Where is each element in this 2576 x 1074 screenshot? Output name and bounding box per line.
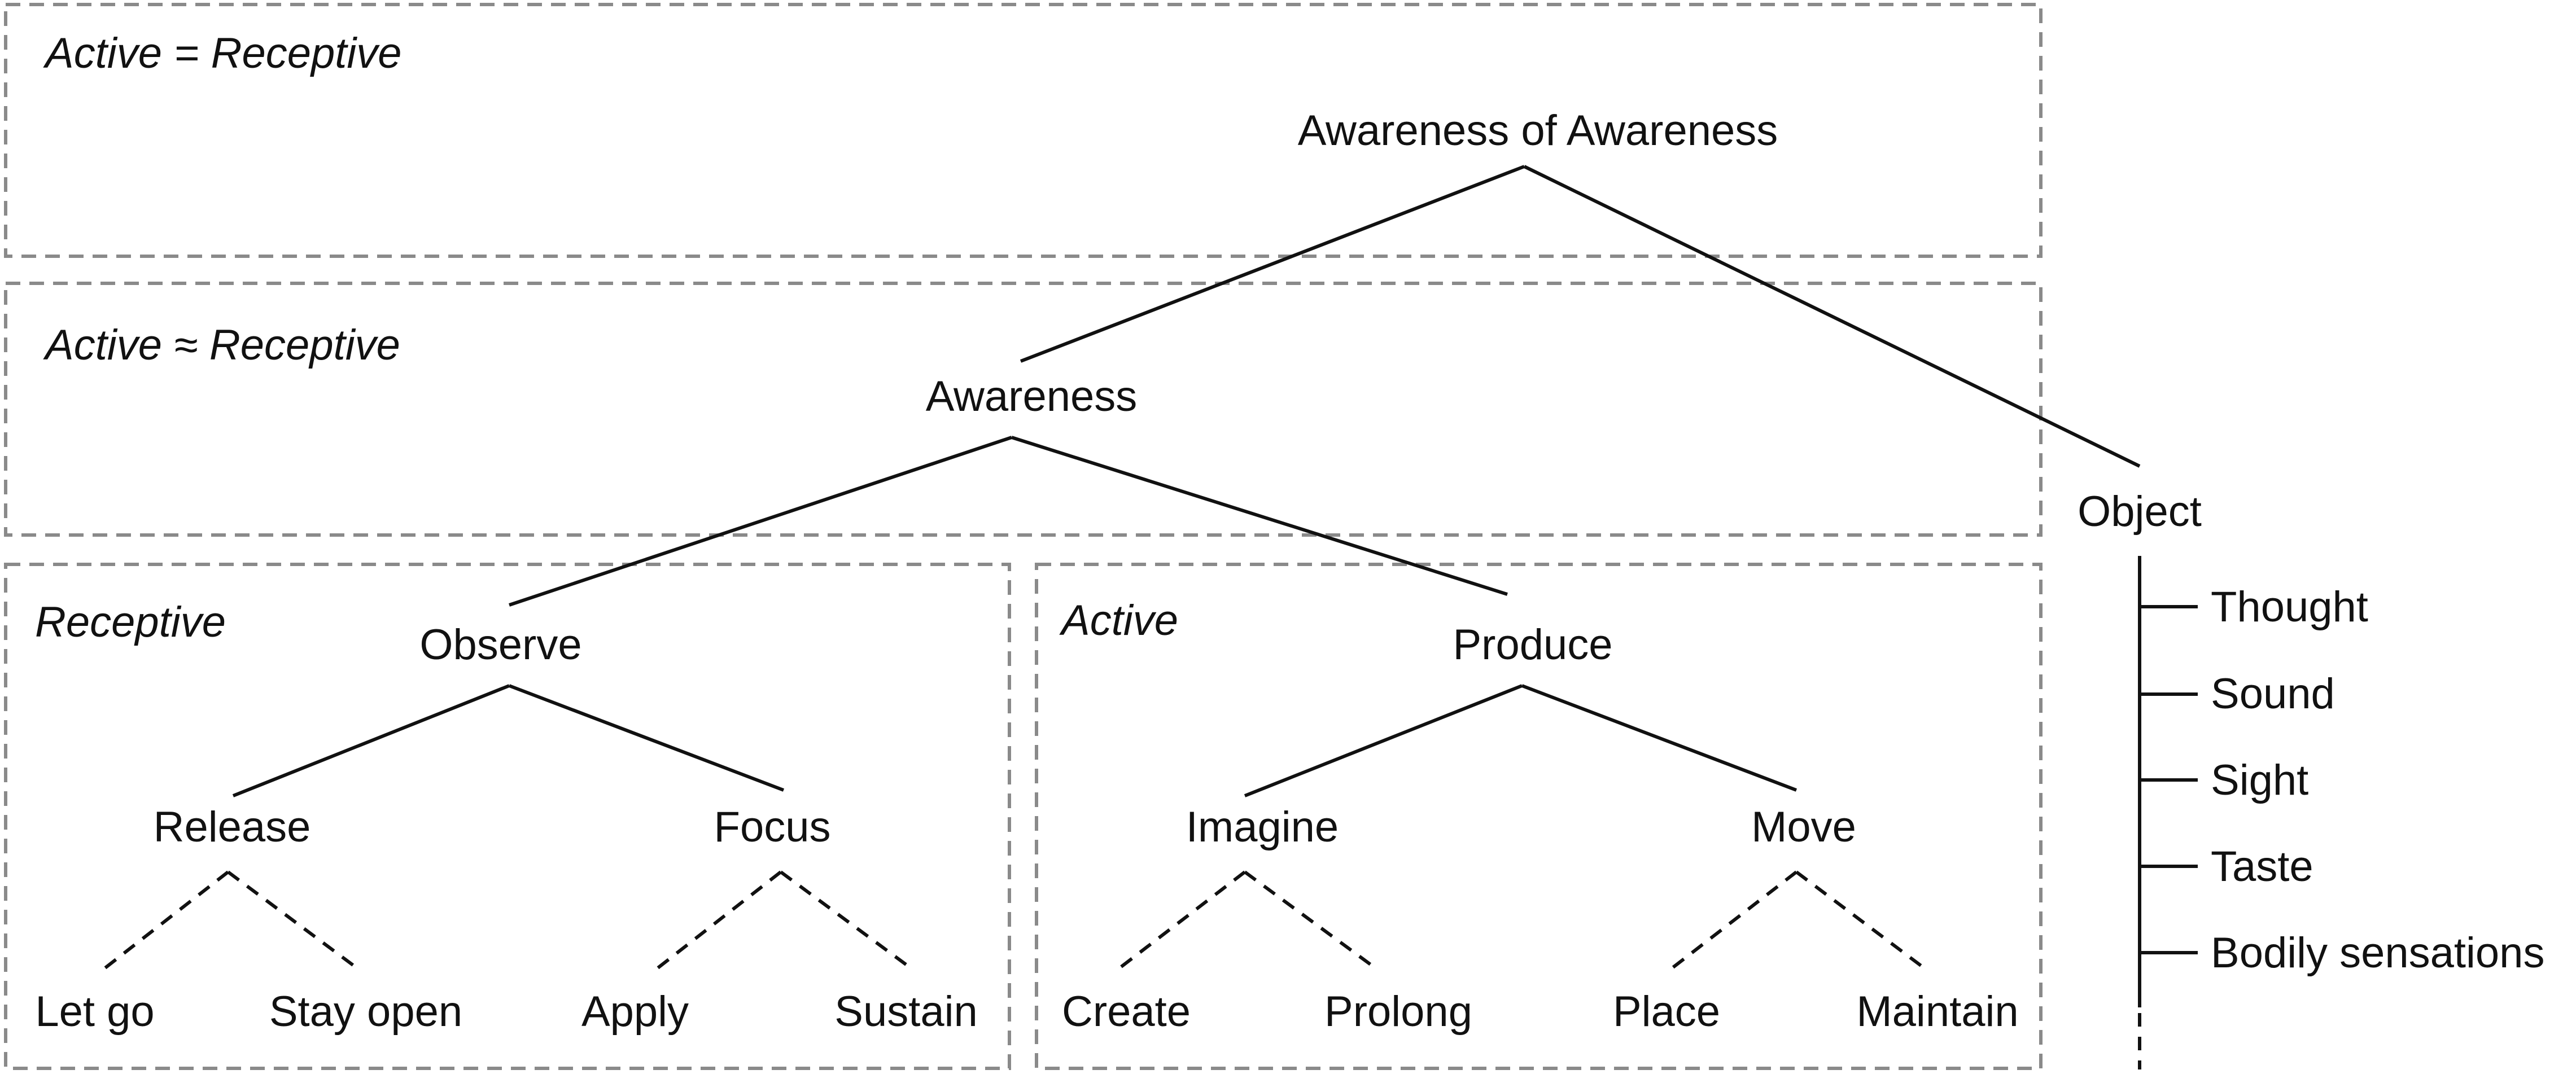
node-awareness-of-awareness: Awareness of Awareness [1298,107,1778,155]
edge-move-maintain [1795,870,1927,971]
node-observe: Observe [419,621,581,669]
edge-imagine-prolong [1244,870,1379,971]
edge-release-stayopen [227,870,360,971]
node-create: Create [1062,988,1191,1036]
edge-observe-focus [508,684,785,792]
edge-produce-move [1521,684,1797,792]
object-item-sight: Sight [2211,756,2308,804]
edge-root-object [1523,165,2141,468]
edge-focus-sustain [780,870,914,971]
node-imagine: Imagine [1186,803,1339,851]
node-produce: Produce [1453,621,1612,669]
node-stay-open: Stay open [269,988,462,1036]
region-box-middle [4,282,2043,537]
node-maintain: Maintain [1856,988,2018,1036]
node-move: Move [1751,803,1856,851]
edge-release-letgo [98,870,229,974]
node-place: Place [1613,988,1720,1036]
object-item-sound: Sound [2211,670,2335,718]
object-item-taste: Taste [2211,843,2313,891]
edge-move-place [1665,870,1797,974]
node-awareness: Awareness [926,372,1138,420]
node-focus: Focus [714,803,831,851]
edge-root-awareness [1020,165,1525,363]
edge-observe-release [232,684,510,797]
region-label-top: Active = Receptive [43,29,402,77]
object-item-thought: Thought [2211,583,2368,631]
region-box-receptive [4,563,1011,1070]
region-box-active [1035,563,2043,1070]
edge-focus-apply [651,870,782,974]
node-let-go: Let go [35,988,154,1036]
edge-produce-imagine [1244,684,1523,797]
region-label-middle: Active ≈ Receptive [43,321,400,369]
region-box-top [4,3,2043,258]
edge-awareness-produce [1011,436,1508,596]
node-sustain: Sustain [834,988,978,1036]
region-label-active: Active [1059,597,1178,645]
object-item-bodily-sensations: Bodily sensations [2211,929,2544,977]
edge-imagine-create [1113,870,1246,974]
node-object: Object [2078,488,2202,536]
region-label-receptive: Receptive [35,598,226,646]
node-release: Release [154,803,311,851]
node-apply: Apply [581,988,689,1036]
edge-awareness-observe [509,436,1012,607]
node-prolong: Prolong [1324,988,1472,1036]
